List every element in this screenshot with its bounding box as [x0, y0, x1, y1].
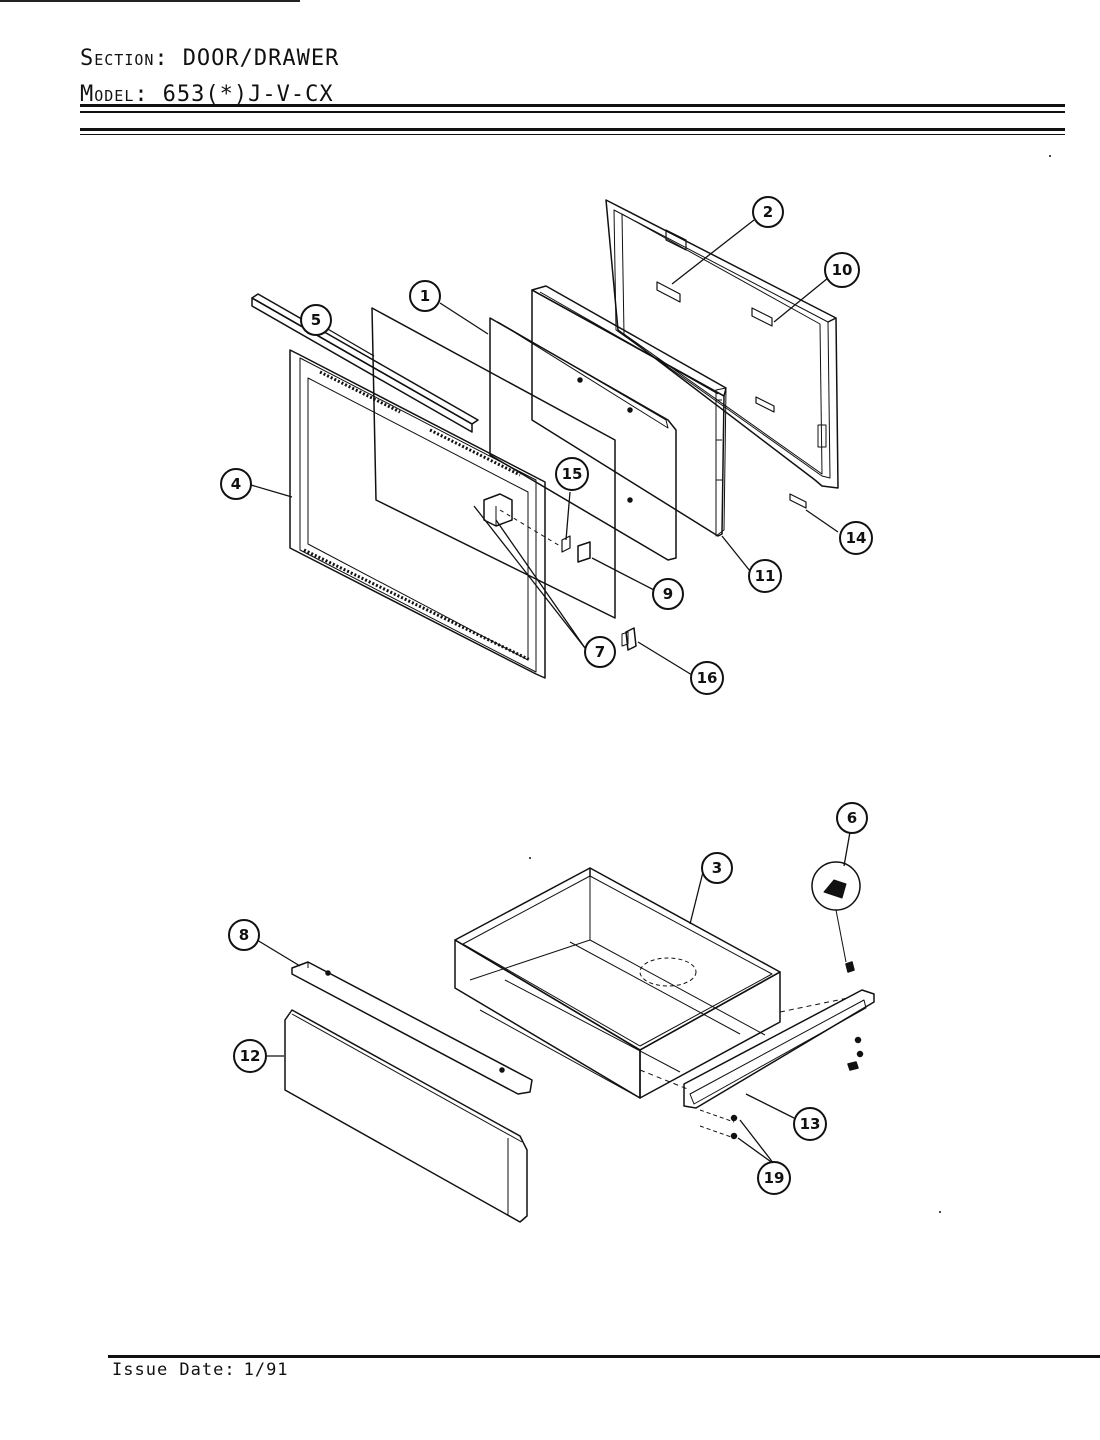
callout-3-label: 3: [712, 859, 722, 877]
callout-10: 10: [824, 252, 860, 288]
header-rule-3: [80, 128, 1065, 131]
callout-8: 8: [228, 919, 260, 951]
model-value: 653(*)J-V-CX: [162, 82, 334, 107]
callout-16-label: 16: [697, 669, 718, 687]
part-drawer-front: [284, 1009, 528, 1223]
part-15-screw: [561, 535, 571, 553]
part-drawer-bracket: [291, 961, 533, 1095]
callout-4-label: 4: [231, 475, 241, 493]
callout-14: 14: [839, 521, 873, 555]
issue-date-label: Issue Date:: [112, 1360, 236, 1380]
part-door-frame: [289, 349, 546, 679]
issue-date-value: 1/91: [243, 1360, 289, 1380]
callout-11-label: 11: [755, 567, 776, 585]
callout-19: 19: [757, 1161, 791, 1195]
callout-14-label: 14: [846, 529, 867, 547]
part-6-clip-detail: [811, 861, 861, 973]
header-rule-4: [80, 134, 1065, 135]
header-rule-1: [80, 104, 1065, 107]
top-edge-line: [0, 0, 300, 2]
model-heading: Model: 653(*)J-V-CX: [80, 82, 334, 107]
callout-5-label: 5: [311, 311, 321, 329]
callout-5: 5: [300, 304, 332, 336]
header-rule-2: [80, 111, 1065, 113]
callout-13-label: 13: [800, 1115, 821, 1133]
callout-9: 9: [652, 578, 684, 610]
callout-9-label: 9: [663, 585, 673, 603]
part-drawer-slide: [639, 989, 875, 1109]
callout-1-label: 1: [420, 287, 430, 305]
part-insulation: [489, 317, 677, 561]
callout-16: 16: [690, 661, 724, 695]
callout-12-label: 12: [240, 1047, 261, 1065]
callout-19-label: 19: [764, 1169, 785, 1187]
callout-2: 2: [752, 196, 784, 228]
part-door-liner: [605, 199, 839, 509]
leader-lines: [250, 219, 851, 1165]
callout-10-label: 10: [832, 261, 853, 279]
section-label: Section:: [80, 46, 169, 71]
callout-markers: 1 2 3 4 5 6 7 8 9 10 11 12 13 14 15 16 1…: [220, 196, 873, 1195]
callout-6-label: 6: [847, 809, 857, 827]
part-drawer-body: [454, 867, 781, 1099]
callout-3: 3: [701, 852, 733, 884]
callout-7: 7: [584, 636, 616, 668]
callout-6: 6: [836, 802, 868, 834]
part-glass-panel: [371, 307, 616, 619]
section-value: DOOR/DRAWER: [182, 46, 340, 71]
callout-7-label: 7: [595, 643, 605, 661]
callout-15: 15: [555, 457, 589, 491]
model-label: Model:: [80, 82, 149, 107]
callout-13: 13: [793, 1107, 827, 1141]
part-9-clip: [577, 541, 591, 563]
callout-15-label: 15: [562, 465, 583, 483]
callout-4: 4: [220, 468, 252, 500]
callout-8-label: 8: [239, 926, 249, 944]
footer-rule: [108, 1355, 1100, 1358]
part-door-handle: [251, 293, 513, 527]
part-door-inner-panel: [531, 285, 727, 537]
callout-1: 1: [409, 280, 441, 312]
issue-date: Issue Date: 1/91: [112, 1360, 297, 1380]
section-heading: Section: DOOR/DRAWER: [80, 46, 339, 71]
callout-12: 12: [233, 1039, 267, 1073]
callout-11: 11: [748, 559, 782, 593]
drawer-screws: [699, 1036, 864, 1140]
callout-2-label: 2: [763, 203, 773, 221]
